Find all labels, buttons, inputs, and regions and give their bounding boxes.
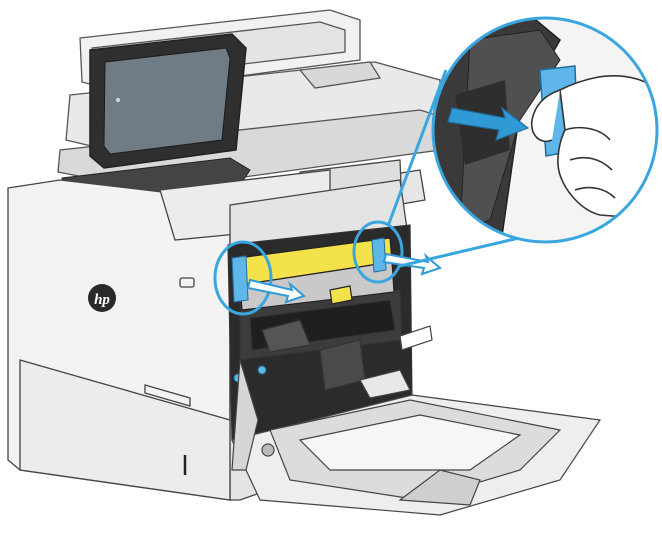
hp-logo: hp <box>88 284 116 312</box>
right-handle-highlight <box>352 220 404 284</box>
touch-screen <box>103 47 231 155</box>
left-handle-highlight <box>213 240 273 316</box>
control-panel <box>61 33 251 206</box>
right-door-open <box>231 325 602 516</box>
callout-circle <box>431 16 659 244</box>
pull-arrow-zoom-icon <box>447 106 530 141</box>
hp-logo-text: hp <box>94 292 110 308</box>
hand-illustration <box>530 75 657 221</box>
highlight-circles <box>213 220 404 316</box>
home-button-icon <box>115 97 121 103</box>
